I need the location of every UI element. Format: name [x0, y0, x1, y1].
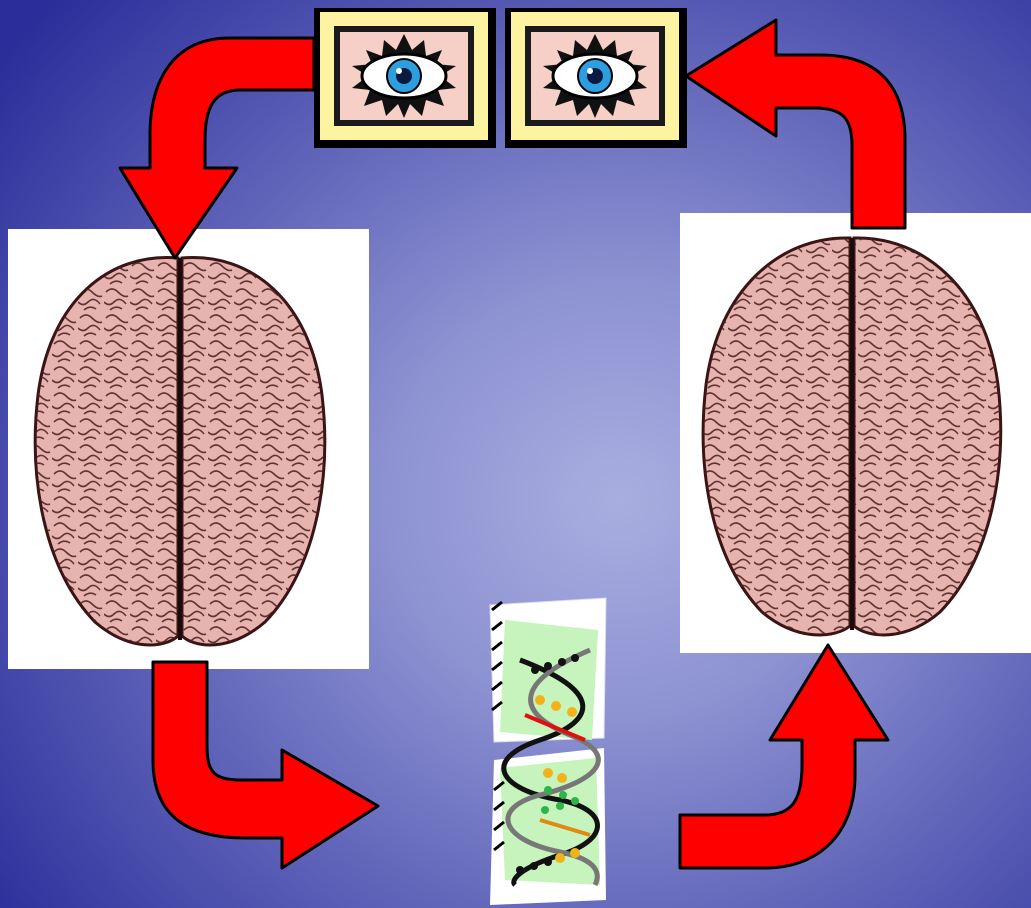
arrow-left-brain-to-dna [153, 662, 378, 868]
eye-icon [314, 8, 496, 148]
dna-helix-icon [490, 598, 606, 905]
eye-icon [505, 8, 687, 148]
arrow-eyes-to-left-brain [120, 38, 314, 258]
arrow-dna-to-right-brain [680, 645, 888, 868]
brain-icon [703, 238, 1000, 635]
arrow-right-brain-to-eyes [686, 20, 905, 228]
brain-icon [35, 257, 324, 644]
